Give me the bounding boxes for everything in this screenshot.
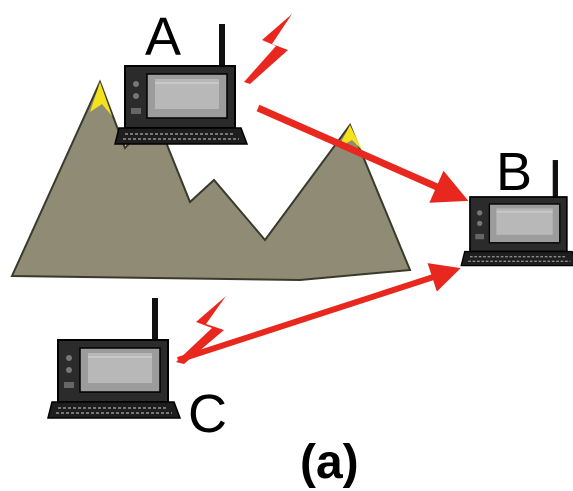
arrow-a-to-b: [256, 104, 469, 203]
signal-zigzag-icon: [244, 14, 292, 84]
signal-zigzag-icon: [176, 296, 226, 364]
figure-caption: (a): [300, 436, 359, 489]
node-label-b: B: [496, 142, 532, 202]
arrow-c-to-b-tail: [177, 304, 346, 362]
snow-cap: [90, 82, 112, 116]
laptop-c: [47, 297, 181, 419]
node-label-c: C: [188, 384, 227, 444]
node-label-a: A: [145, 7, 181, 67]
